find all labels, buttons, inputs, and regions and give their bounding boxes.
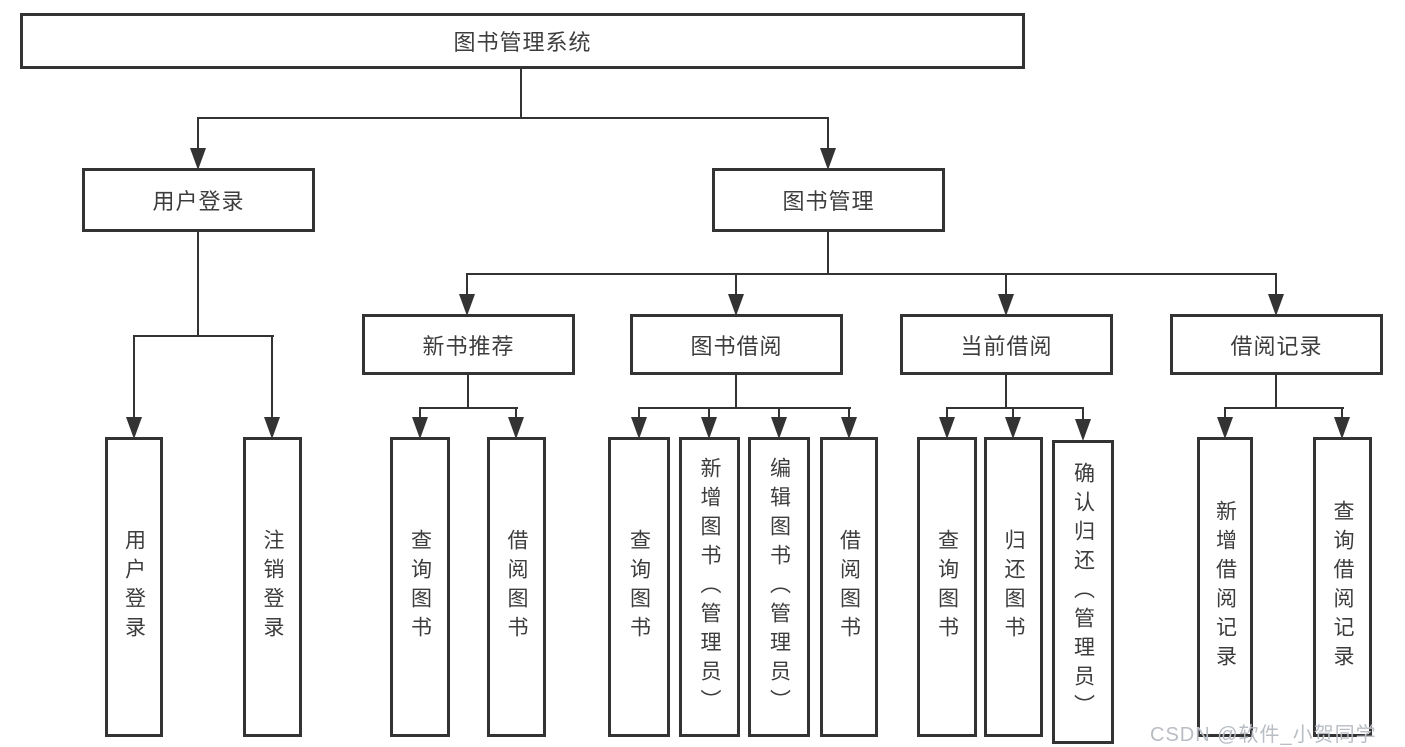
node-label: 借阅记录 bbox=[1230, 333, 1323, 359]
node-book-management: 图书管理 bbox=[712, 168, 945, 232]
leaf-label: 借阅图书 bbox=[505, 529, 528, 645]
connector-records-branch bbox=[1224, 407, 1344, 409]
leaf-return-books: 归还图书 bbox=[984, 437, 1043, 737]
arrow-down-icon bbox=[459, 294, 475, 316]
arrow-down-icon bbox=[728, 294, 744, 316]
connector-current-branch bbox=[946, 407, 1084, 409]
connector-user-login-trunk bbox=[197, 232, 199, 336]
leaf-label: 编辑图书（管理员） bbox=[767, 456, 791, 718]
arrow-down-icon bbox=[1268, 294, 1284, 316]
leaf-label: 新增借阅记录 bbox=[1213, 500, 1237, 674]
connector-drop-leaf bbox=[1341, 407, 1343, 419]
connector-drop-records bbox=[1275, 273, 1277, 296]
arrow-down-icon bbox=[820, 148, 836, 170]
connector-borrowing-trunk bbox=[735, 375, 737, 408]
connector-recommend-trunk bbox=[467, 375, 469, 408]
leaf-label: 查询图书 bbox=[935, 529, 959, 645]
node-label: 图书管理 bbox=[782, 189, 875, 214]
leaf-label: 借阅图书 bbox=[837, 529, 861, 645]
node-user-login: 用户登录 bbox=[82, 168, 315, 232]
node-label: 图书管理系统 bbox=[453, 30, 592, 55]
connector-drop-leaf bbox=[778, 407, 780, 419]
leaf-query-books-recommend: 查询图书 bbox=[390, 437, 450, 737]
arrow-down-icon bbox=[1005, 417, 1021, 439]
node-label: 新书推荐 bbox=[422, 333, 515, 359]
leaf-add-borrow-record: 新增借阅记录 bbox=[1197, 437, 1253, 737]
leaf-label: 注销登录 bbox=[261, 529, 284, 645]
leaf-add-books-admin: 新增图书（管理员） bbox=[679, 437, 740, 737]
leaf-logout: 注销登录 bbox=[243, 437, 302, 737]
connector-drop-leaf bbox=[419, 407, 421, 419]
connector-drop-book-management bbox=[827, 117, 829, 150]
arrow-down-icon bbox=[841, 417, 857, 439]
node-new-book-recommend: 新书推荐 bbox=[362, 314, 575, 375]
leaf-query-books-borrowing: 查询图书 bbox=[608, 437, 670, 737]
arrow-down-icon bbox=[631, 417, 647, 439]
connector-recommend-branch bbox=[419, 407, 518, 409]
node-book-borrowing: 图书借阅 bbox=[630, 314, 843, 375]
leaf-label: 查询借阅记录 bbox=[1331, 500, 1354, 674]
leaf-edit-books-admin: 编辑图书（管理员） bbox=[748, 437, 810, 737]
leaf-user-login: 用户登录 bbox=[105, 437, 163, 737]
connector-drop-recommend bbox=[466, 273, 468, 296]
connector-drop-leaf bbox=[848, 407, 850, 419]
connector-drop-current bbox=[1005, 273, 1007, 296]
node-label: 用户登录 bbox=[152, 189, 245, 214]
connector-drop-leaf bbox=[638, 407, 640, 419]
leaf-borrow-books: 借阅图书 bbox=[820, 437, 878, 737]
leaf-label: 归还图书 bbox=[1002, 529, 1025, 645]
connector-drop-leaf bbox=[708, 407, 710, 419]
leaf-borrow-books-recommend: 借阅图书 bbox=[487, 437, 546, 737]
connector-drop-leaf bbox=[946, 407, 948, 419]
node-label: 图书借阅 bbox=[690, 333, 783, 359]
arrow-down-icon bbox=[1334, 417, 1350, 439]
connector-drop-leaf bbox=[1012, 407, 1014, 419]
leaf-label: 用户登录 bbox=[122, 529, 146, 645]
node-borrowing-records: 借阅记录 bbox=[1170, 314, 1383, 375]
connector-drop-leaf bbox=[271, 335, 273, 419]
connector-borrowing-branch bbox=[638, 407, 851, 409]
arrow-down-icon bbox=[939, 417, 955, 439]
leaf-confirm-return-admin: 确认归还（管理员） bbox=[1052, 440, 1114, 744]
arrow-down-icon bbox=[508, 417, 524, 439]
leaf-label: 查询图书 bbox=[627, 529, 651, 645]
connector-drop-leaf bbox=[515, 407, 517, 419]
connector-current-trunk bbox=[1005, 375, 1007, 408]
leaf-label: 查询图书 bbox=[408, 529, 432, 645]
connector-root-trunk bbox=[520, 69, 522, 118]
csdn-watermark: CSDN @软件_小贺同学 bbox=[1150, 724, 1377, 746]
connector-root-branch bbox=[197, 117, 829, 119]
connector-user-login-branch bbox=[133, 335, 274, 337]
connector-drop-leaf bbox=[133, 335, 135, 419]
leaf-label: 确认归还（管理员） bbox=[1071, 461, 1095, 723]
arrow-down-icon bbox=[264, 417, 280, 439]
connector-drop-leaf bbox=[1082, 407, 1084, 419]
connector-drop-user-login bbox=[197, 117, 199, 150]
arrow-down-icon bbox=[701, 417, 717, 439]
connector-book-mgmt-trunk bbox=[827, 232, 829, 274]
arrow-down-icon bbox=[998, 294, 1014, 316]
arrow-down-icon bbox=[412, 417, 428, 439]
node-label: 当前借阅 bbox=[960, 333, 1053, 359]
connector-book-mgmt-branch bbox=[466, 273, 1277, 275]
arrow-down-icon bbox=[1217, 417, 1233, 439]
node-library-system-root: 图书管理系统 bbox=[20, 13, 1025, 69]
arrow-down-icon bbox=[771, 417, 787, 439]
arrow-down-icon bbox=[190, 148, 206, 170]
leaf-label: 新增图书（管理员） bbox=[698, 456, 721, 718]
node-current-borrowing: 当前借阅 bbox=[900, 314, 1113, 375]
connector-drop-leaf bbox=[1224, 407, 1226, 419]
arrow-down-icon bbox=[1075, 419, 1091, 441]
leaf-query-books-current: 查询图书 bbox=[917, 437, 977, 737]
connector-records-trunk bbox=[1275, 375, 1277, 408]
connector-drop-borrowing bbox=[735, 273, 737, 296]
arrow-down-icon bbox=[126, 417, 142, 439]
leaf-query-borrow-record: 查询借阅记录 bbox=[1313, 437, 1372, 737]
